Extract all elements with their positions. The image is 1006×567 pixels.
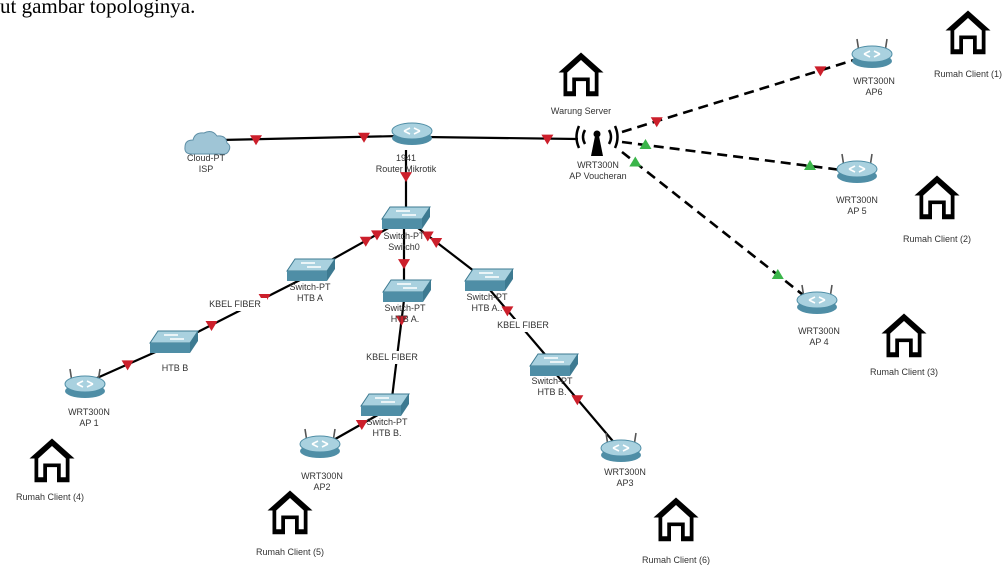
- isp-label: ISP: [199, 164, 214, 174]
- htbA_l-label: HTB A: [297, 293, 323, 303]
- router-icon[interactable]: [391, 122, 433, 146]
- link-status-down-marker: [398, 259, 410, 270]
- ap2-label: AP2: [313, 482, 330, 492]
- client5-label: Rumah Client (5): [256, 547, 324, 557]
- link-status-down-marker: [250, 135, 262, 146]
- house-icon[interactable]: [881, 313, 927, 358]
- wireless-router-icon[interactable]: [851, 38, 893, 69]
- link-status-down-marker: [359, 236, 372, 247]
- htbA_m-label: Switch-PT: [384, 303, 426, 313]
- htbA_m-label: HTB A.: [391, 314, 420, 324]
- htbB_r-label: HTB B.: [537, 387, 566, 397]
- network-link: [87, 348, 161, 384]
- link-status-down-marker: [814, 66, 827, 77]
- htbB_m-label: Switch-PT: [366, 417, 408, 427]
- fiber-label-background: [203, 298, 267, 311]
- fiber-cable-label: KBEL FIBER: [209, 299, 261, 309]
- link-status-down-marker: [400, 172, 412, 183]
- cloud-icon[interactable]: [184, 131, 231, 155]
- switch-icon[interactable]: [381, 206, 431, 230]
- htbB_m-label: HTB B.: [372, 428, 401, 438]
- house-icon[interactable]: [653, 497, 699, 542]
- client3-label: Rumah Client (3): [870, 367, 938, 377]
- switch-icon[interactable]: [382, 279, 432, 303]
- wireless-router-icon[interactable]: [64, 368, 106, 399]
- ap3-label: WRT300N: [604, 467, 646, 477]
- fiber-cable-label: KBEL FIBER: [366, 352, 418, 362]
- switch-icon[interactable]: [464, 268, 514, 292]
- apv-label: WRT300N: [577, 160, 619, 170]
- link-status-up-marker: [804, 160, 816, 170]
- htbB_l-label: HTB B: [162, 363, 189, 373]
- link-status-down-marker: [355, 420, 368, 430]
- link-status-down-marker: [650, 117, 663, 128]
- ap1-label: AP 1: [79, 418, 98, 428]
- ap3-label: AP3: [616, 478, 633, 488]
- house-icon[interactable]: [914, 175, 960, 220]
- isp-label: Cloud-PT: [187, 153, 226, 163]
- ap5-label: WRT300N: [836, 195, 878, 205]
- ap4-label: AP 4: [809, 337, 828, 347]
- house-icon[interactable]: [945, 10, 991, 55]
- switch0-label: Switch0: [388, 242, 420, 252]
- client1-label: Rumah Client (1): [934, 69, 1002, 79]
- network-link: [621, 150, 813, 304]
- fiber-cable-label: KBEL FIBER: [497, 320, 549, 330]
- link-status-down-marker: [358, 132, 370, 143]
- link-status-down-marker: [541, 134, 554, 145]
- warung-label: Warung Server: [551, 106, 611, 116]
- house-icon[interactable]: [29, 438, 75, 483]
- network-link: [329, 411, 384, 443]
- link-status-up-marker: [639, 139, 652, 149]
- client2-label: Rumah Client (2): [903, 234, 971, 244]
- htbA_r-label: HTB A..: [471, 303, 502, 313]
- link-status-down-marker: [430, 238, 443, 248]
- ap6-label: WRT300N: [853, 76, 895, 86]
- client6-label: Rumah Client (6): [642, 555, 710, 565]
- access-point-icon[interactable]: [575, 124, 619, 158]
- link-status-down-marker: [121, 360, 134, 371]
- switch-icon[interactable]: [529, 353, 579, 377]
- apv-label: AP Voucheran: [569, 171, 626, 181]
- network-link: [424, 135, 579, 141]
- htbA_r-label: Switch-PT: [466, 292, 508, 302]
- client4-label: Rumah Client (4): [16, 492, 84, 502]
- house-icon[interactable]: [558, 52, 604, 97]
- link-status-up-marker: [629, 156, 642, 167]
- wireless-router-icon[interactable]: [836, 153, 878, 184]
- switch0-label: Switch-PT: [383, 231, 425, 241]
- ap6-label: AP6: [865, 87, 882, 97]
- htbA_l-label: Switch-PT: [289, 282, 331, 292]
- router-label: 1941: [396, 153, 416, 163]
- network-link: [219, 134, 401, 142]
- router-label: Router Mikrotik: [376, 164, 437, 174]
- htbB_r-label: Switch-PT: [531, 376, 573, 386]
- link-status-down-marker: [205, 321, 218, 331]
- switch-icon[interactable]: [360, 393, 410, 417]
- wireless-router-icon[interactable]: [796, 284, 838, 315]
- network-link: [621, 53, 871, 134]
- ap1-label: WRT300N: [68, 407, 110, 417]
- link-status-down-marker: [501, 306, 514, 317]
- switch-icon[interactable]: [149, 330, 199, 354]
- fiber-label-background: [360, 351, 424, 364]
- ap2-label: WRT300N: [301, 471, 343, 481]
- ap4-label: WRT300N: [798, 326, 840, 336]
- link-status-down-marker: [421, 231, 434, 242]
- house-icon[interactable]: [267, 490, 313, 535]
- wireless-router-icon[interactable]: [600, 432, 642, 463]
- network-link: [621, 140, 858, 174]
- switch-icon[interactable]: [286, 258, 336, 282]
- caption-text: ut gambar topologinya.: [0, 0, 196, 18]
- link-status-down-marker: [395, 315, 408, 326]
- link-status-up-marker: [771, 269, 784, 279]
- ap5-label: AP 5: [847, 206, 866, 216]
- link-status-down-marker: [371, 230, 383, 241]
- link-status-down-marker: [571, 395, 584, 406]
- wireless-router-icon[interactable]: [299, 428, 341, 459]
- fiber-label-background: [491, 319, 555, 332]
